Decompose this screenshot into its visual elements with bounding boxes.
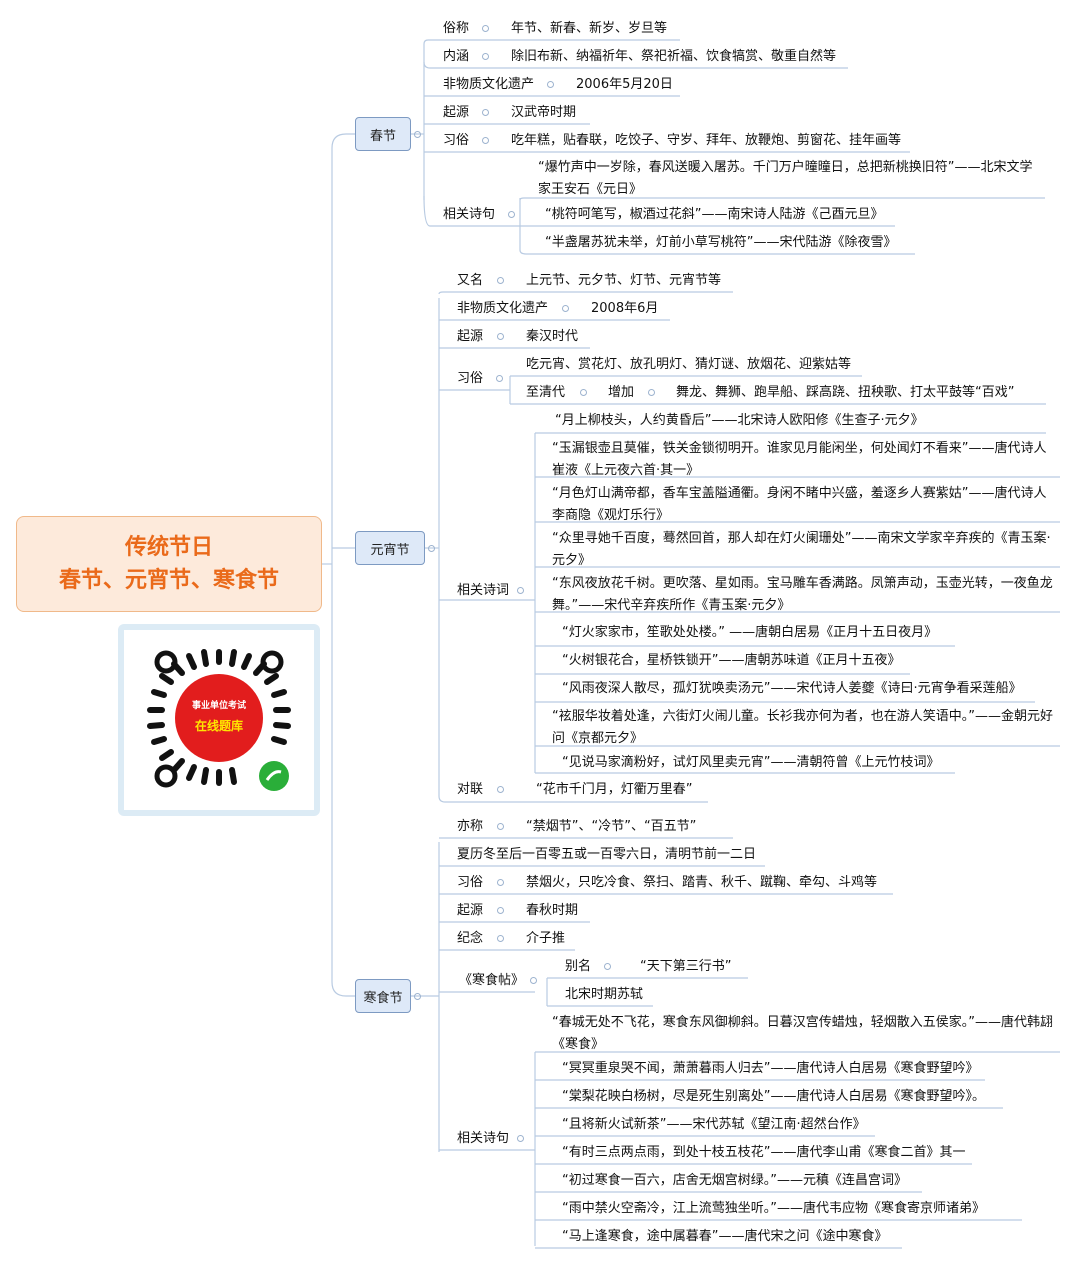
collapse-icon[interactable] [508, 211, 515, 218]
collapse-icon[interactable] [497, 879, 504, 886]
spring-heritage-value: 2006年5月20日 [576, 77, 673, 92]
cold-custom-value: 禁烟火，只吃冷食、祭扫、踏青、秋千、蹴鞠、牵勾、斗鸡等 [526, 875, 878, 890]
cold-origin-value: 春秋时期 [526, 903, 579, 918]
spring-alias-label: 俗称 [443, 21, 470, 36]
collapse-icon[interactable] [497, 907, 504, 914]
cold-tie-label: 《寒食帖》 [459, 973, 525, 988]
qr-caption-top: 事业单位考试 [192, 699, 246, 711]
collapse-icon[interactable] [497, 823, 504, 830]
cold-poem-8: “马上逢寒食，途中属暮春”——唐代宋之问《途中寒食》 [562, 1229, 888, 1244]
qr-code-icon: 事业单位考试 在线题库 [147, 649, 291, 791]
collapse-icon[interactable] [648, 389, 655, 396]
qr-code-image: 事业单位考试 在线题库 [118, 624, 320, 816]
qr-caption-main: 在线题库 [195, 718, 243, 733]
spring-origin-value: 汉武帝时期 [511, 105, 577, 120]
lantern-poem-4: “众里寻她千百度，蓦然回首，那人却在灯火阑珊处”——南宋文学家辛弃疾的《青玉案·… [552, 531, 1051, 568]
spring-origin-label: 起源 [443, 105, 470, 120]
spring-meaning-value: 除旧布新、纳福祈年、祭祀祈福、饮食犒赏、敬重自然等 [511, 49, 837, 64]
branch-cold-food-festival[interactable]: 寒食节 [355, 979, 411, 1013]
spring-heritage-label: 非物质文化遗产 [443, 77, 535, 92]
lantern-poem-3: “月色灯山满帝都，香车宝盖隘通衢。身闲不睹中兴盛，羞逐乡人赛紫姑”——唐代诗人李… [552, 486, 1047, 523]
lantern-alias-label: 又名 [457, 273, 484, 288]
cold-alias-label: 亦称 [457, 819, 484, 834]
cold-tie-author: 北宋时期苏轼 [565, 987, 644, 1002]
collapse-icon[interactable] [482, 25, 489, 32]
spring-meaning-label: 内涵 [443, 49, 470, 64]
collapse-icon[interactable] [482, 109, 489, 116]
collapse-icon[interactable] [580, 389, 587, 396]
collapse-icon[interactable] [530, 977, 537, 984]
collapse-icon[interactable] [414, 993, 421, 1000]
lantern-couplet-label: 对联 [457, 782, 484, 797]
collapse-icon[interactable] [517, 587, 524, 594]
lantern-poem-5: “东风夜放花千树。更吹落、星如雨。宝马雕车香满路。凤箫声动，玉壶光转，一夜鱼龙舞… [552, 576, 1053, 613]
cold-tie-alias-label: 别名 [565, 959, 592, 974]
lantern-add-value: 舞龙、舞狮、跑旱船、踩高跷、扭秧歌、打太平鼓等“百戏” [676, 385, 1015, 400]
cold-tie-alias-value: “天下第三行书” [640, 959, 732, 974]
lantern-add-label: 增加 [608, 385, 635, 400]
collapse-icon[interactable] [497, 935, 504, 942]
cold-date-text: 夏历冬至后一百零五或一百零六日，清明节前一二日 [457, 847, 757, 862]
lantern-qing-label: 至清代 [526, 385, 566, 400]
lantern-poem-label: 相关诗词 [457, 583, 510, 598]
collapse-icon[interactable] [482, 53, 489, 60]
lantern-poem-1: “月上柳枝头，人约黄昏后”——北宋诗人欧阳修《生查子·元夕》 [555, 413, 924, 428]
collapse-icon[interactable] [497, 333, 504, 340]
collapse-icon[interactable] [496, 375, 503, 382]
spring-poem-3: “半盏屠苏犹未举，灯前小草写桃符”——宋代陆游《除夜雪》 [545, 235, 897, 250]
lantern-couplet-value: “花市千门月，灯衢万里春” [536, 782, 693, 797]
cold-poem-7: “雨中禁火空斋冷，江上流莺独坐听。”——唐代韦应物《寒食寄京师诸弟》 [562, 1201, 985, 1216]
collapse-icon[interactable] [497, 277, 504, 284]
lantern-custom-label: 习俗 [457, 371, 484, 386]
mini-program-icon [265, 770, 282, 781]
cold-custom-label: 习俗 [457, 875, 484, 890]
cold-memorial-label: 纪念 [457, 931, 484, 946]
cold-poem-5: “有时三点两点雨，到处十枝五枝花”——唐代李山甫《寒食二首》其一 [562, 1145, 966, 1160]
lantern-alias-value: 上元节、元夕节、灯节、元宵节等 [526, 273, 722, 288]
branch-lantern-festival[interactable]: 元宵节 [355, 531, 425, 565]
lantern-poem-9: “袨服华妆着处逢，六街灯火闹儿童。长衫我亦何为者，也在游人笑语中。”——金朝元好… [552, 709, 1053, 746]
collapse-icon[interactable] [497, 786, 504, 793]
cold-alias-value: “禁烟节”、“冷节”、“百五节” [526, 819, 697, 834]
collapse-icon[interactable] [604, 963, 611, 970]
lantern-heritage-label: 非物质文化遗产 [457, 301, 549, 316]
spring-poem-label: 相关诗句 [443, 207, 496, 222]
lantern-poem-10: “见说马家滴粉好，试灯风里卖元宵”——清朝符曾《上元竹枝词》 [562, 755, 940, 770]
root-title: 传统节日 [124, 535, 213, 560]
collapse-icon[interactable] [517, 1135, 524, 1142]
lantern-poem-8: “风雨夜深人散尽，孤灯犹唤卖汤元”——宋代诗人姜夔《诗曰·元宵争看采莲船》 [562, 681, 1022, 696]
cold-origin-label: 起源 [457, 903, 484, 918]
cold-poem-3: “棠梨花映白杨树，尽是死生别离处”——唐代诗人白居易《寒食野望吟》。 [562, 1089, 985, 1104]
spring-custom-label: 习俗 [443, 133, 470, 148]
lantern-poem-7: “火树银花合，星桥铁锁开”——唐朝苏味道《正月十五夜》 [562, 653, 901, 668]
root-subtitle: 春节、元宵节、寒食节 [58, 568, 279, 593]
spring-poem-1: “爆竹声中一岁除，春风送暖入屠苏。千门万户曈曈日，总把新桃换旧符”——北宋文学家… [538, 160, 1033, 197]
collapse-icon[interactable] [562, 305, 569, 312]
lantern-heritage-value: 2008年6月 [591, 301, 659, 316]
spring-alias-value: 年节、新春、新岁、岁旦等 [511, 21, 668, 36]
branch-spring-festival[interactable]: 春节 [355, 117, 411, 151]
lantern-origin-value: 秦汉时代 [526, 329, 579, 344]
cold-poem-label: 相关诗句 [457, 1131, 510, 1146]
collapse-icon[interactable] [547, 81, 554, 88]
collapse-icon[interactable] [482, 137, 489, 144]
lantern-poem-2: “玉漏银壶且莫催，铁关金锁彻明开。谁家见月能闲坐，何处闻灯不看来”——唐代诗人崔… [552, 441, 1047, 478]
cold-memorial-value: 介子推 [526, 931, 566, 946]
cold-poem-1: “春城无处不飞花，寒食东风御柳斜。日暮汉宫传蜡烛，轻烟散入五侯家。”——唐代韩翃… [552, 1015, 1053, 1052]
cold-poem-2: “冥冥重泉哭不闻，萧萧暮雨人归去”——唐代诗人白居易《寒食野望吟》 [562, 1061, 979, 1076]
lantern-poem-6: “灯火家家市，笙歌处处楼。” ——唐朝白居易《正月十五日夜月》 [562, 625, 938, 640]
collapse-icon[interactable] [414, 131, 421, 138]
lantern-origin-label: 起源 [457, 329, 484, 344]
root-node[interactable]: 传统节日 春节、元宵节、寒食节 [16, 516, 322, 612]
cold-poem-4: “且将新火试新茶”——宋代苏轼《望江南·超然台作》 [562, 1117, 866, 1132]
spring-poem-2: “桃符呵笔写，椒酒过花斜”——南宋诗人陆游《己酉元旦》 [545, 207, 884, 222]
spring-custom-value: 吃年糕，贴春联，吃饺子、守岁、拜年、放鞭炮、剪窗花、挂年画等 [511, 133, 902, 148]
lantern-custom-value: 吃元宵、赏花灯、放孔明灯、猜灯谜、放烟花、迎紫姑等 [526, 357, 852, 372]
collapse-icon[interactable] [428, 545, 435, 552]
cold-poem-6: “初过寒食一百六，店舍无烟宫树绿。”——元稹《连昌宫词》 [562, 1173, 907, 1188]
